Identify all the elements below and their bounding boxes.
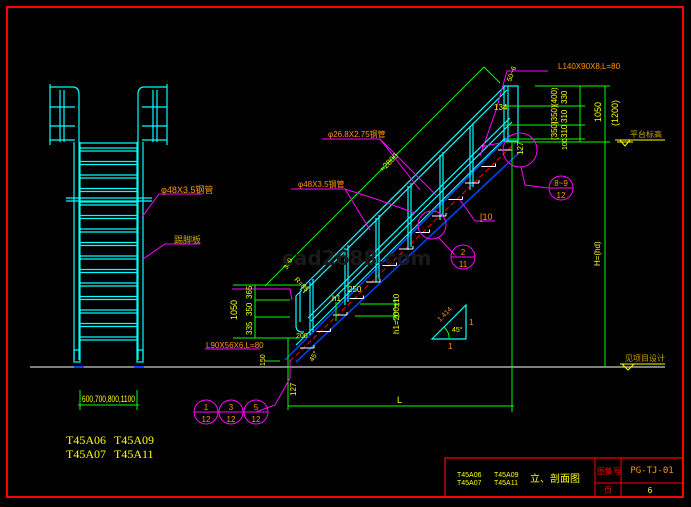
dim-127-bottom: 127 bbox=[289, 382, 298, 396]
dim-300: 300 bbox=[283, 257, 295, 271]
bubble-5-den: 12 bbox=[252, 415, 261, 424]
bubble-3-den: 12 bbox=[227, 415, 236, 424]
bubble-1-den: 12 bbox=[202, 415, 211, 424]
front-steps bbox=[80, 147, 137, 341]
platform-label: 平台标高 bbox=[630, 129, 662, 139]
angle-label-bottom: L90X56X6,L=80 bbox=[206, 341, 264, 350]
drawing-frame bbox=[6, 6, 684, 498]
detail-circle-mid bbox=[417, 210, 447, 240]
dim-134: 134 bbox=[494, 103, 508, 112]
bubble-top-den: 12 bbox=[557, 191, 566, 200]
tb-model-a1: T45A06 bbox=[457, 472, 482, 479]
title-block bbox=[444, 457, 684, 498]
model-t45a09: T45A09 bbox=[114, 433, 154, 447]
bubble-5-12[interactable] bbox=[243, 399, 269, 425]
front-toeboard-label: 踢脚板 bbox=[174, 234, 201, 245]
front-view bbox=[49, 84, 202, 410]
tb-atlas-value: PG-TJ-01 bbox=[630, 466, 673, 476]
step-h1: h1 bbox=[332, 294, 341, 303]
dim-350p-2: (350) bbox=[550, 121, 559, 140]
front-width-dim: 600,700,800,1100 bbox=[82, 394, 135, 404]
bubble-1-num: 1 bbox=[204, 403, 209, 412]
bubble-1-12[interactable] bbox=[193, 399, 219, 425]
top-angle-dim: 50~6 bbox=[506, 65, 518, 82]
slope-h: 1 bbox=[448, 342, 453, 351]
watermark: cad2688.com bbox=[282, 246, 431, 270]
dim-150: 150 bbox=[260, 354, 267, 366]
dim-350p: (350) bbox=[550, 105, 559, 124]
height-label: H=(hd) bbox=[593, 241, 602, 266]
step-250: 250 bbox=[348, 285, 362, 294]
model-t45a06: T45A06 bbox=[66, 433, 106, 447]
length-label: L bbox=[397, 395, 402, 405]
tb-atlas-label: 图集号 bbox=[597, 466, 621, 476]
tb-page-label: 页 bbox=[604, 486, 612, 495]
side-posts bbox=[309, 123, 474, 335]
tb-model-b2: T45A11 bbox=[494, 480, 518, 487]
dim-100: 100 bbox=[562, 138, 569, 150]
bubble-mid-num: 2 bbox=[461, 248, 466, 257]
dim-1050-top: 1050 bbox=[593, 102, 603, 122]
front-pipe-label: φ48X3.5钢管 bbox=[161, 184, 213, 195]
pipe-small-label: φ26.8X2.75钢管 bbox=[328, 129, 386, 139]
dim-330: 330 bbox=[560, 90, 569, 104]
pipe-large-label: φ48X3.5钢管 bbox=[298, 179, 345, 189]
angle-label-top: L140X90X8,L=80 bbox=[558, 62, 621, 71]
dim-365: 365 bbox=[245, 285, 254, 299]
front-right-handrail bbox=[137, 84, 168, 360]
dim-45deg: 45° bbox=[308, 350, 320, 363]
bubble-8-9[interactable] bbox=[548, 175, 574, 201]
slope-angle: 45° bbox=[452, 326, 463, 334]
bubble-5-num: 5 bbox=[254, 403, 259, 412]
pipe-leader bbox=[141, 193, 202, 218]
front-left-handrail bbox=[49, 84, 80, 360]
bubble-mid-den: 11 bbox=[459, 260, 468, 269]
channel-label: [10 bbox=[480, 212, 493, 222]
tb-model-a2: T45A07 bbox=[457, 480, 482, 487]
side-steps bbox=[300, 147, 513, 349]
bubble-3-12[interactable] bbox=[218, 399, 244, 425]
model-t45a07: T45A07 bbox=[66, 447, 106, 461]
dim-top-127: 127 bbox=[516, 141, 525, 155]
bubble-2-11[interactable] bbox=[450, 244, 476, 270]
bubble-top-num: 8~9 bbox=[554, 179, 568, 188]
ground-label: 见项目设计 bbox=[625, 353, 665, 363]
detail-circle-top bbox=[502, 132, 538, 168]
tb-title: 立、剖面图 bbox=[530, 472, 580, 485]
slope-hyp: 1.414 bbox=[436, 306, 453, 323]
dim-310b: 310 bbox=[560, 124, 569, 138]
dim-335: 335 bbox=[245, 321, 254, 335]
dim-350: 350 bbox=[245, 302, 254, 316]
model-t45a11: T45A11 bbox=[114, 447, 154, 461]
slope-v: 1 bbox=[469, 318, 474, 327]
step-h1-formula: h1=200±10 bbox=[392, 293, 401, 334]
side-view bbox=[193, 66, 665, 425]
bubble-3-num: 3 bbox=[229, 403, 234, 412]
dim-400p: (400) bbox=[550, 87, 559, 106]
tb-model-b1: T45A09 bbox=[494, 472, 519, 479]
dim-1200p: (1200) bbox=[610, 100, 620, 126]
dim-200: 200 bbox=[296, 333, 308, 340]
tb-page-value: 6 bbox=[648, 486, 653, 495]
dim-1050-left: 1050 bbox=[229, 300, 239, 320]
toeboard-leader bbox=[142, 243, 200, 260]
dim-310a: 310 bbox=[560, 109, 569, 123]
